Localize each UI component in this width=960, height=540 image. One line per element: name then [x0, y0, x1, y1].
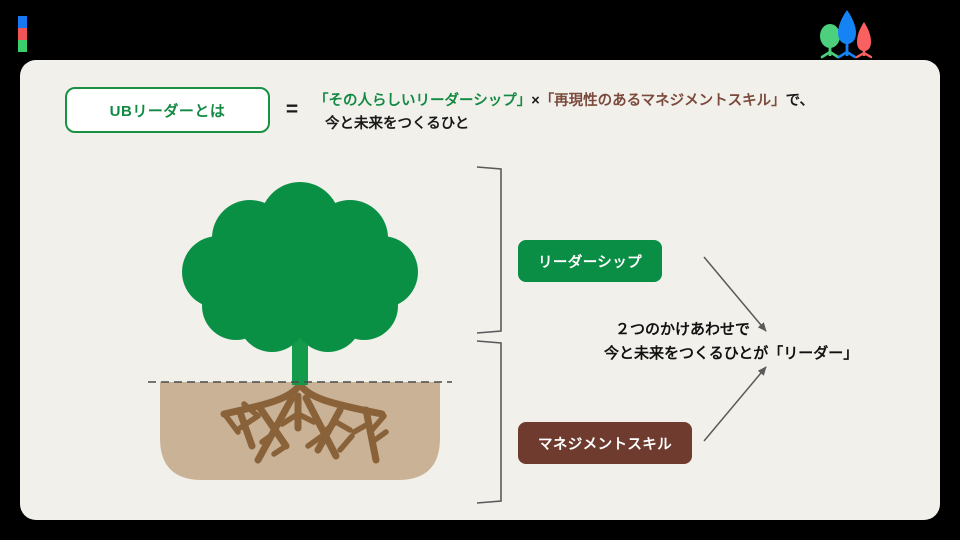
bracket-lower	[476, 340, 502, 504]
headline-multiply-sign: ×	[531, 93, 540, 109]
arrow-management-to-conclusion	[703, 366, 767, 442]
bracket-upper	[476, 166, 502, 334]
conclusion-text: ２つのかけあわせで 今と未来をつくるひとが「リーダー」	[604, 318, 858, 367]
headline-leadership-phrase: 「その人らしいリーダーシップ」	[314, 93, 532, 109]
badge-management[interactable]: マネジメントスキル	[518, 422, 693, 464]
headline-text: 「その人らしいリーダーシップ」×「再現性のあるマネジメントスキル」で、 今と未来…	[314, 87, 814, 137]
root-twigs	[223, 401, 389, 457]
grouping-brackets	[475, 165, 515, 505]
equals-sign: =	[285, 98, 299, 121]
badge-leadership[interactable]: リーダーシップ	[518, 240, 663, 282]
badge-leadership-label: リーダーシップ	[538, 254, 643, 271]
corner-bar-segment-green	[18, 40, 27, 52]
title-pill: UBリーダーとは	[65, 87, 270, 133]
logo-red-tree	[855, 22, 873, 59]
root-system	[220, 380, 386, 464]
corner-accent-bar	[18, 16, 27, 52]
tree-with-roots-illustration	[140, 160, 460, 505]
soil-block	[160, 382, 440, 480]
headline-tail: で、	[785, 93, 815, 109]
tree-canopy	[182, 182, 418, 352]
logo-blue-tree	[837, 10, 857, 59]
conclusion-line2: 今と未来をつくるひとが「リーダー」	[604, 345, 859, 363]
title-pill-label: UBリーダーとは	[109, 102, 226, 120]
logo-green-tree	[820, 24, 840, 59]
content-card: UBリーダーとは = 「その人らしいリーダーシップ」×「再現性のあるマネジメント…	[20, 60, 940, 520]
three-trees-logo	[816, 6, 878, 60]
header-row: UBリーダーとは = 「その人らしいリーダーシップ」×「再現性のあるマネジメント…	[65, 87, 814, 137]
headline-management-phrase: 「再現性のあるマネジメントスキル」	[539, 93, 786, 109]
headline-line2: 今と未来をつくるひと	[325, 116, 470, 133]
badge-management-label: マネジメントスキル	[538, 436, 673, 453]
corner-bar-segment-red	[18, 28, 27, 40]
arrow-leadership-to-conclusion	[703, 256, 767, 332]
corner-bar-segment-blue	[18, 16, 27, 28]
conclusion-line1: ２つのかけあわせで	[615, 321, 751, 338]
connector-arrows	[700, 255, 830, 445]
